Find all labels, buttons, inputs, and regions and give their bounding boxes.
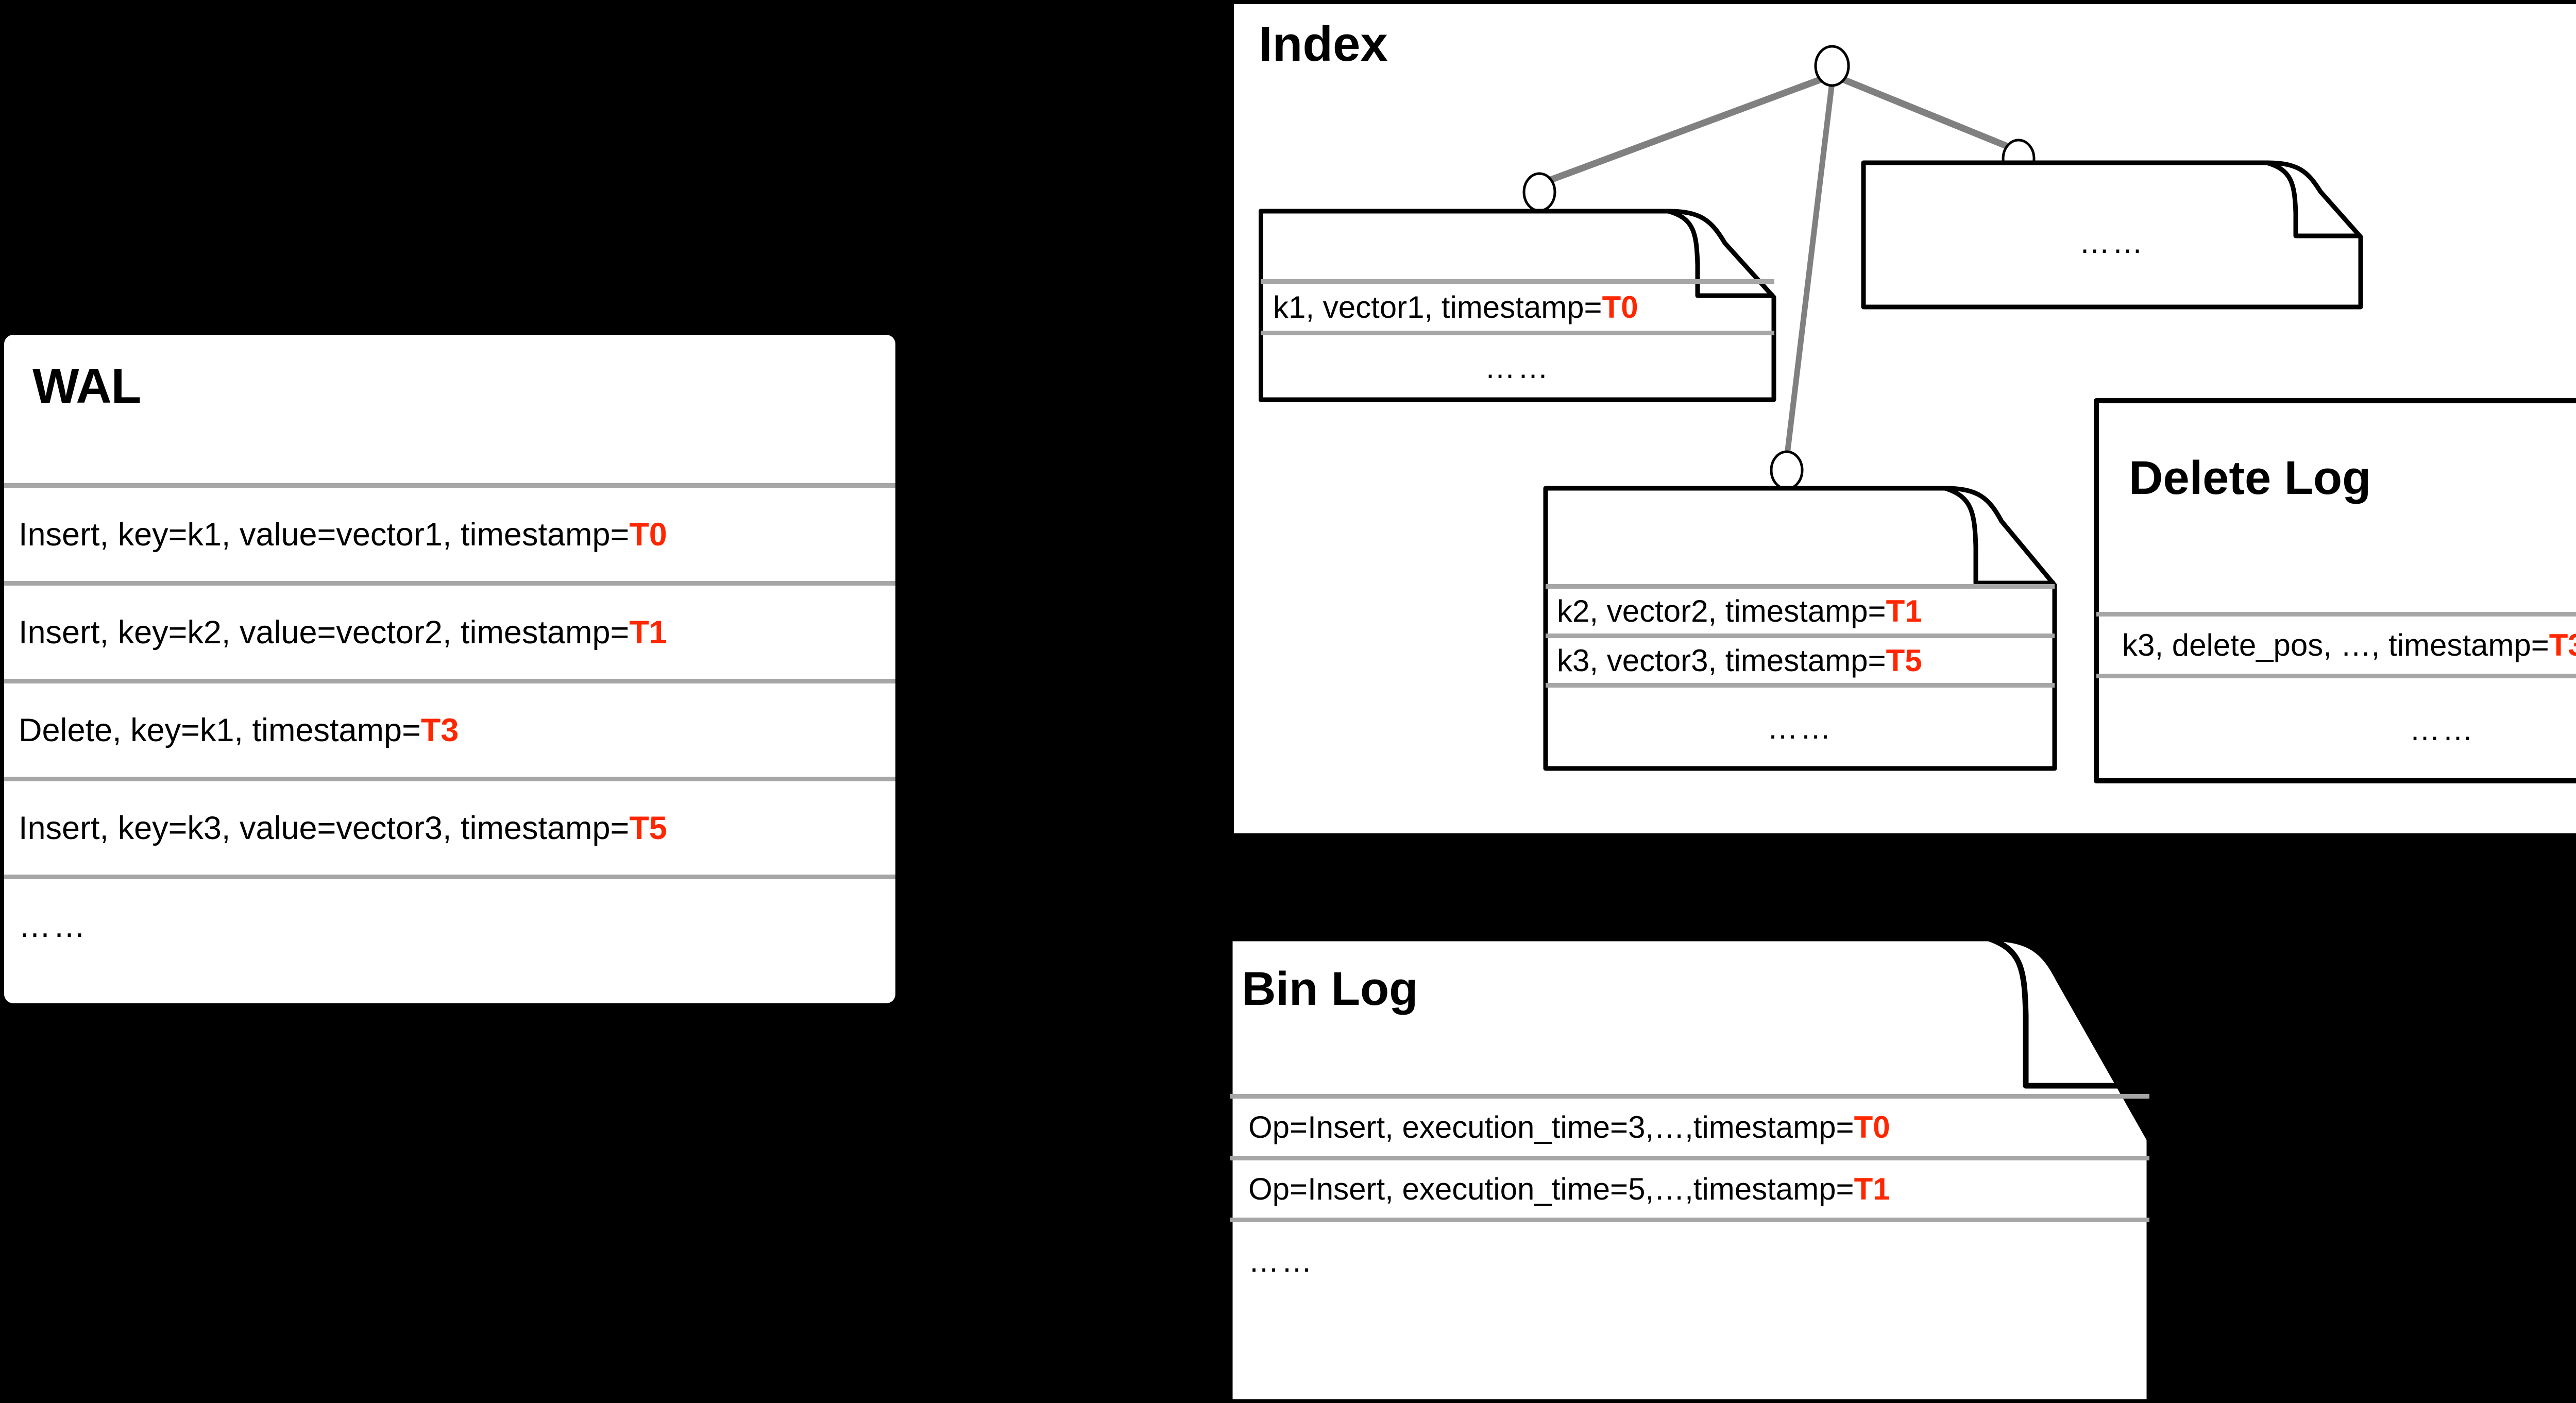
index-leaf-k1-row-2-ellipsis: …… xyxy=(1261,331,1774,400)
bin-log-row-3-ellipsis: …… xyxy=(1230,1218,2149,1300)
wal-row-1: Insert, key=k1, value=vector1, timestamp… xyxy=(4,483,895,581)
delete-log-row-1-text: k3, delete_pos, …, timestamp=T3 xyxy=(2122,627,2576,663)
wal-row-4-timestamp: T5 xyxy=(629,810,667,846)
index-leaf-k1-row-1-text: k1, vector1, timestamp=T0 xyxy=(1273,290,1638,324)
wal-row-1-timestamp: T0 xyxy=(629,516,667,553)
delete-log-row-1: k3, delete_pos, …, timestamp=T3 xyxy=(2096,612,2576,674)
index-title: Index xyxy=(1259,16,1388,72)
index-leaf-k2k3-row-1-text: k2, vector2, timestamp=T1 xyxy=(1557,594,1922,628)
doc-shape-k2k3 xyxy=(1543,486,2057,771)
index-leaf-k1-row-1-timestamp: T0 xyxy=(1602,290,1638,324)
delete-log-card: Delete Log k3, delete_pos, …, timestamp=… xyxy=(2094,397,2576,784)
delete-log-row-2-text: …… xyxy=(2409,712,2476,747)
bin-log-row-2: Op=Insert, execution_time=5,…,timestamp=… xyxy=(1230,1156,2149,1218)
index-leaf-k2k3-row-2: k3, vector3, timestamp=T5 xyxy=(1546,634,2055,683)
index-leaf-k1-card: k1, vector1, timestamp=T0 …… xyxy=(1259,207,1776,403)
doc-shape-bin-log xyxy=(1227,935,2153,1403)
wal-row-2: Insert, key=k2, value=vector2, timestamp… xyxy=(4,581,895,679)
bin-log-row-1-text: Op=Insert, execution_time=3,…,timestamp=… xyxy=(1248,1110,1890,1144)
index-leaf-k2k3-row-3-text: …… xyxy=(1767,711,1833,745)
wal-row-3-timestamp: T3 xyxy=(420,712,459,748)
delete-log-row-2-ellipsis: …… xyxy=(2096,674,2576,781)
doc-shape-k1 xyxy=(1259,209,1776,402)
wal-row-3-text: Delete, key=k1, timestamp=T3 xyxy=(19,712,459,748)
index-leaf-right-row-text: …… xyxy=(2079,225,2145,260)
bin-log-row-2-timestamp: T1 xyxy=(1854,1172,1890,1206)
bin-log-card: Bin Log Op=Insert, execution_time=3,…,ti… xyxy=(1227,933,2227,1403)
doc-shape-right xyxy=(1861,160,2363,310)
wal-panel: WAL Insert, key=k1, value=vector1, times… xyxy=(4,335,895,1003)
doc-shape-delete-log xyxy=(2094,398,2576,783)
index-leaf-right-row-ellipsis: …… xyxy=(1863,211,2361,273)
wal-title: WAL xyxy=(32,358,141,414)
index-leaf-k1-row-2-text: …… xyxy=(1484,350,1551,385)
index-leaf-k1-row-1: k1, vector1, timestamp=T0 xyxy=(1261,279,1774,331)
wal-row-1-text: Insert, key=k1, value=vector1, timestamp… xyxy=(19,516,667,553)
wal-row-4-text: Insert, key=k3, value=vector3, timestamp… xyxy=(19,810,667,846)
wal-row-5-text: …… xyxy=(19,908,88,944)
wal-row-2-text: Insert, key=k2, value=vector2, timestamp… xyxy=(19,614,667,651)
bin-log-row-2-text: Op=Insert, execution_time=5,…,timestamp=… xyxy=(1248,1172,1890,1206)
wal-row-5-ellipsis: …… xyxy=(4,875,895,972)
index-leaf-k2k3-row-1-timestamp: T1 xyxy=(1886,594,1922,628)
wal-row-2-timestamp: T1 xyxy=(629,614,667,651)
wal-row-4: Insert, key=k3, value=vector3, timestamp… xyxy=(4,777,895,875)
index-leaf-k2k3-row-2-timestamp: T5 xyxy=(1886,643,1922,678)
index-leaf-right-card: …… xyxy=(1861,160,2363,310)
bin-log-row-1-timestamp: T0 xyxy=(1854,1110,1890,1144)
index-leaf-k2k3-row-1: k2, vector2, timestamp=T1 xyxy=(1546,584,2055,634)
bin-log-row-3-text: …… xyxy=(1248,1244,1314,1278)
delete-log-title: Delete Log xyxy=(2129,452,2371,504)
bin-log-title: Bin Log xyxy=(1242,963,1418,1015)
index-leaf-k2k3-row-3-ellipsis: …… xyxy=(1546,683,2055,768)
delete-log-row-1-timestamp: T3 xyxy=(2549,628,2576,662)
index-leaf-k2k3-card: k2, vector2, timestamp=T1 k3, vector3, t… xyxy=(1543,484,2058,772)
bin-log-row-1: Op=Insert, execution_time=3,…,timestamp=… xyxy=(1230,1094,2149,1156)
index-leaf-k2k3-row-2-text: k3, vector3, timestamp=T5 xyxy=(1557,643,1922,678)
wal-row-3: Delete, key=k1, timestamp=T3 xyxy=(4,679,895,777)
